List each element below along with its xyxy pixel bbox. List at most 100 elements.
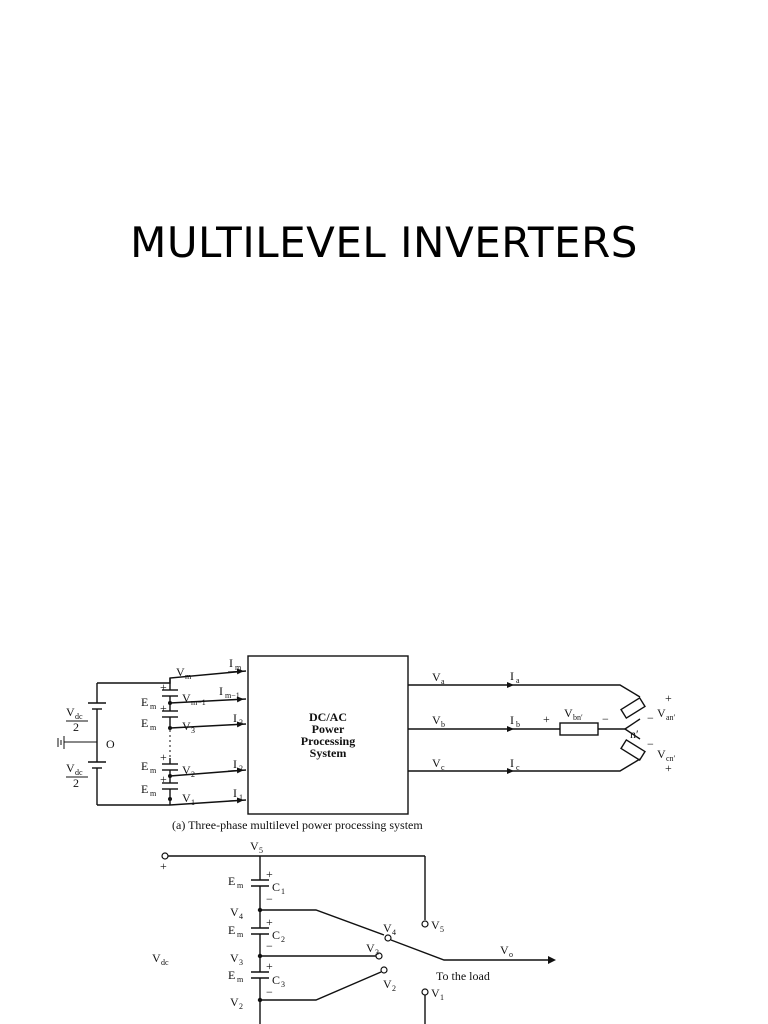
node-v2: V — [230, 995, 239, 1009]
svg-text:3: 3 — [239, 958, 243, 967]
vcn-label: V — [657, 747, 666, 761]
level-i-0: I — [229, 656, 233, 670]
vdc-half-bottom-label: V — [66, 761, 75, 775]
vdc-b: V — [152, 951, 161, 965]
svg-text:m: m — [237, 975, 244, 984]
svg-text:3: 3 — [281, 980, 285, 989]
svg-text:o: o — [509, 950, 513, 959]
svg-text:−: − — [647, 737, 654, 751]
svg-text:−: − — [602, 712, 609, 726]
svg-text:E: E — [141, 695, 148, 709]
svg-text:E: E — [228, 874, 235, 888]
svg-text:b: b — [516, 720, 520, 729]
svg-text:3: 3 — [375, 948, 379, 957]
svg-text:m: m — [185, 672, 192, 681]
cap-c2: C — [272, 928, 280, 942]
cap-c1: C — [272, 880, 280, 894]
svg-text:+: + — [160, 701, 167, 715]
svg-text:2: 2 — [191, 770, 195, 779]
svg-text:m: m — [235, 663, 242, 672]
van-label: V — [657, 706, 666, 720]
out-i-a: I — [510, 669, 514, 683]
svg-text:m−1: m−1 — [225, 691, 240, 700]
dc-ac-box — [247, 655, 409, 815]
vdc-half-top-den: 2 — [73, 720, 79, 734]
node-o-label: O — [106, 737, 115, 751]
svg-text:+: + — [266, 959, 273, 973]
svg-text:4: 4 — [392, 928, 396, 937]
box-line-0: DC/AC — [309, 710, 347, 724]
svg-text:+: + — [160, 750, 167, 764]
level-branches — [169, 668, 247, 806]
svg-text:m−1: m−1 — [191, 698, 206, 707]
svg-text:E: E — [228, 968, 235, 982]
level-v-2: V — [182, 719, 191, 733]
svg-text:dc: dc — [161, 958, 169, 967]
out-v-c: V — [432, 756, 441, 770]
box-line-3: System — [310, 746, 347, 760]
svg-text:m: m — [150, 723, 157, 732]
output-phases — [408, 682, 646, 774]
svg-text:m: m — [237, 881, 244, 890]
svg-text:m: m — [150, 789, 157, 798]
svg-text:2: 2 — [392, 984, 396, 993]
svg-text:+: + — [266, 915, 273, 929]
vdc-half-bottom-den: 2 — [73, 776, 79, 790]
level-i-2: I — [233, 711, 237, 725]
svg-text:1: 1 — [239, 793, 243, 802]
svg-text:1: 1 — [281, 887, 285, 896]
svg-text:m: m — [237, 930, 244, 939]
svg-text:an′: an′ — [666, 713, 676, 722]
level-v-3: V — [182, 763, 191, 777]
svg-text:+: + — [665, 691, 672, 705]
level-i-3: I — [233, 757, 237, 771]
svg-text:−: − — [266, 892, 273, 906]
switch-v4: V — [383, 921, 392, 935]
svg-text:3: 3 — [191, 726, 195, 735]
level-v-4: V — [182, 791, 191, 805]
dc-source: V dc 2 O V dc 2 — [57, 683, 115, 805]
level-v-1: V — [182, 691, 191, 705]
out-i-c: I — [510, 756, 514, 770]
svg-text:5: 5 — [440, 925, 444, 934]
svg-text:−: − — [266, 939, 273, 953]
vbn-label: V — [564, 706, 573, 720]
level-v-0: V — [176, 665, 185, 679]
switch-v2: V — [383, 977, 392, 991]
svg-text:E: E — [141, 759, 148, 773]
svg-text:c: c — [441, 763, 445, 772]
vo-label: V — [500, 943, 509, 957]
svg-text:2: 2 — [281, 935, 285, 944]
svg-text:m: m — [150, 702, 157, 711]
svg-text:+: + — [665, 761, 672, 775]
svg-text:E: E — [228, 923, 235, 937]
svg-text:a: a — [516, 676, 520, 685]
svg-text:E: E — [141, 716, 148, 730]
svg-text:2: 2 — [239, 764, 243, 773]
svg-text:c: c — [516, 763, 520, 772]
svg-text:1: 1 — [191, 798, 195, 807]
out-v-b: V — [432, 713, 441, 727]
svg-text:+: + — [543, 712, 550, 726]
svg-text:b: b — [441, 720, 445, 729]
svg-text:4: 4 — [239, 912, 243, 921]
switch-v3: V — [366, 941, 375, 955]
svg-text:−: − — [647, 711, 654, 725]
switch-v1: V — [431, 986, 440, 1000]
vdc-half-top-label: V — [66, 705, 75, 719]
svg-text:E: E — [141, 782, 148, 796]
vdc-half-top-sub: dc — [75, 712, 83, 721]
out-i-b: I — [510, 713, 514, 727]
node-v4: V — [230, 905, 239, 919]
svg-text:−: − — [266, 985, 273, 999]
cap-c3: C — [272, 973, 280, 987]
slide-title: MULTILEVEL INVERTERS — [130, 218, 638, 267]
node-v3: V — [230, 951, 239, 965]
out-v-a: V — [432, 670, 441, 684]
svg-text:+: + — [160, 772, 167, 786]
svg-text:+: + — [266, 867, 273, 881]
svg-text:+: + — [160, 859, 167, 873]
box-line-1: Power — [312, 722, 345, 736]
svg-text:m: m — [150, 766, 157, 775]
